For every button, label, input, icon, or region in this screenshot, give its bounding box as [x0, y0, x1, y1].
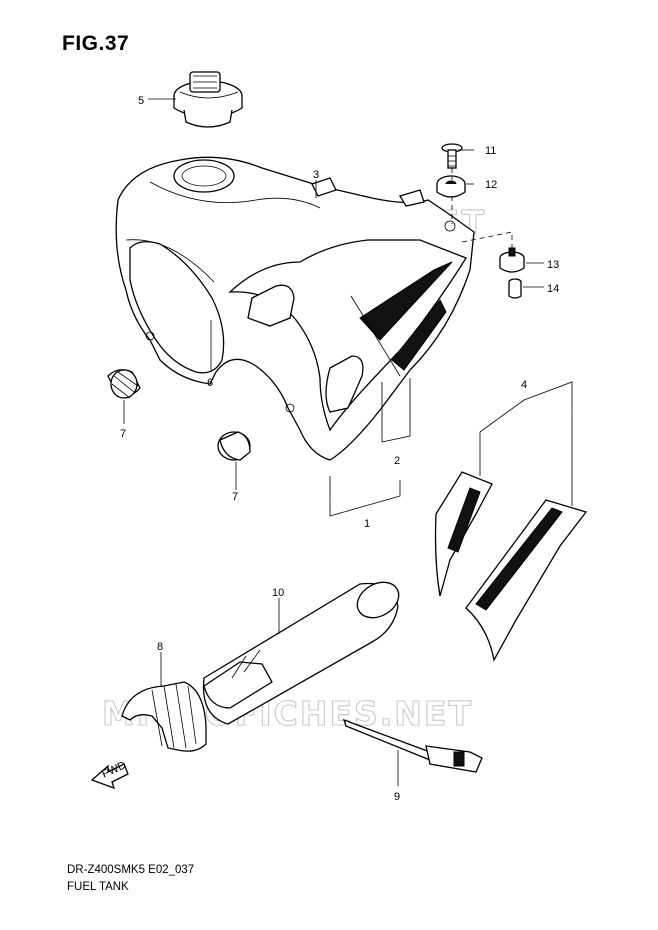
fuel-cap-part: [173, 71, 243, 128]
callout-14: 14: [547, 283, 559, 295]
callout-8: 8: [157, 641, 163, 653]
leader-lines: [123, 149, 544, 786]
clamp-part-9: [342, 718, 483, 773]
callout-9: 9: [394, 791, 400, 803]
callout-1: 1: [364, 518, 370, 530]
callout-7b: 7: [232, 491, 238, 503]
grommet-part-7b: [217, 431, 251, 461]
callout-11: 11: [485, 145, 496, 157]
callout-12: 12: [485, 179, 497, 191]
protector-part-8: [121, 681, 207, 752]
callout-13: 13: [547, 259, 559, 271]
fwd-arrow-icon: FWD: [90, 759, 129, 790]
callout-2: 2: [394, 455, 400, 467]
bolt-part-11: [441, 143, 463, 169]
callout-4: 4: [521, 379, 527, 391]
tube-part-10: [202, 581, 400, 725]
fuel-tank-part: [115, 156, 475, 461]
model-code: DR-Z400SMK5 E02_037: [67, 864, 195, 876]
callout-10: 10: [272, 587, 284, 599]
callout-3: 3: [313, 169, 319, 181]
callout-7a: 7: [120, 428, 126, 440]
figure-name: FUEL TANK: [67, 881, 129, 893]
callout-5: 5: [138, 95, 144, 107]
grommet-part-7a: [107, 369, 141, 399]
collar-part-14: [508, 278, 522, 299]
cushion-part-12: [436, 175, 466, 198]
cushion-part-13: [499, 247, 525, 273]
callout-6: 6: [207, 377, 213, 389]
callout-labels: 1 2 3 4 5 6 7 7 8 9 10 11 12 13 14: [120, 95, 559, 803]
figure-title: FIG.37: [62, 32, 130, 55]
decal-set-part-4: [434, 471, 588, 662]
